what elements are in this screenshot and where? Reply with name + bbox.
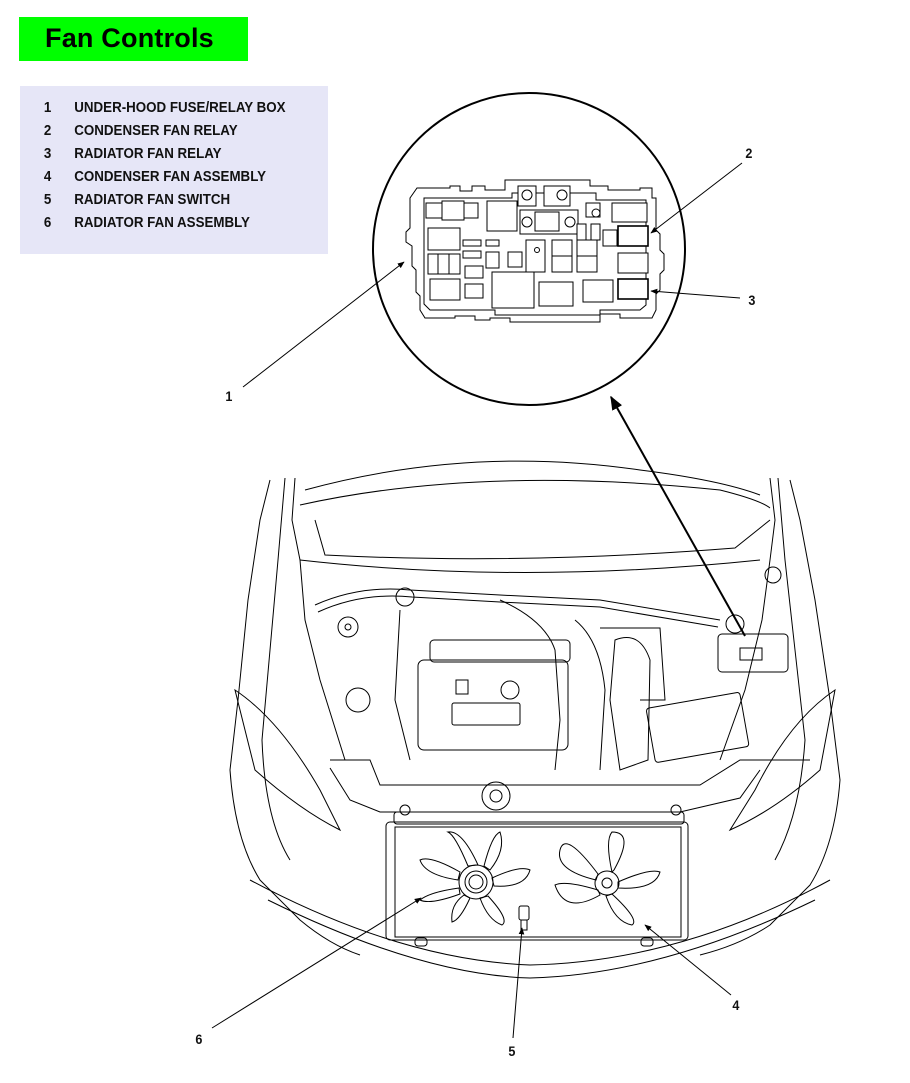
legend-number: 6 <box>43 215 52 231</box>
hood-opening <box>304 460 761 496</box>
callout-2: 2 <box>745 145 753 161</box>
leader-line-6 <box>211 897 422 1029</box>
radiator <box>385 821 689 941</box>
legend-number: 5 <box>43 192 52 208</box>
callout-5: 5 <box>508 1043 516 1059</box>
legend-label: RADIATOR FAN ASSEMBLY <box>74 215 250 231</box>
battery <box>646 692 750 763</box>
fuse-box-detail-view <box>372 92 686 406</box>
callout-1: 1 <box>225 388 233 404</box>
leader-line-1 <box>242 261 405 388</box>
front-bumper <box>249 879 831 966</box>
leader-line-5 <box>512 927 525 1039</box>
legend-label: CONDENSER FAN RELAY <box>74 123 238 139</box>
radiator-fan <box>419 831 531 926</box>
left-fender <box>229 479 361 956</box>
leader-line-2 <box>650 162 743 234</box>
radiator-support <box>329 767 761 813</box>
fuse-relay-components <box>425 185 649 309</box>
legend-number: 4 <box>43 169 52 185</box>
vehicle-front-line-art <box>229 460 841 979</box>
right-headlight <box>728 688 836 832</box>
condenser-fan <box>554 831 661 926</box>
legend-number: 1 <box>43 100 52 116</box>
right-fender <box>699 479 841 956</box>
leader-line-4 <box>644 924 732 996</box>
title-banner: Fan Controls <box>19 17 248 61</box>
callout-3: 3 <box>748 292 756 308</box>
parts-legend: 1 UNDER-HOOD FUSE/RELAY BOX 2 CONDENSER … <box>20 86 328 254</box>
page-title: Fan Controls <box>45 23 214 53</box>
legend-number: 2 <box>43 123 52 139</box>
left-headlight <box>234 688 342 832</box>
callout-6: 6 <box>195 1031 203 1047</box>
fuse-relay-box <box>717 633 789 673</box>
leader-line-3 <box>650 288 741 299</box>
intake-duct <box>609 637 651 771</box>
legend-number: 3 <box>43 146 52 162</box>
leader-line-detail <box>610 395 746 637</box>
legend-label: RADIATOR FAN RELAY <box>74 146 222 162</box>
engine-cover <box>417 659 569 751</box>
legend-label: CONDENSER FAN ASSEMBLY <box>74 169 267 185</box>
legend-label: RADIATOR FAN SWITCH <box>74 192 231 208</box>
radiator-fan-switch <box>518 905 530 931</box>
leader-lines <box>211 162 746 1039</box>
legend-label: UNDER-HOOD FUSE/RELAY BOX <box>74 100 286 116</box>
callout-4: 4 <box>732 997 740 1013</box>
